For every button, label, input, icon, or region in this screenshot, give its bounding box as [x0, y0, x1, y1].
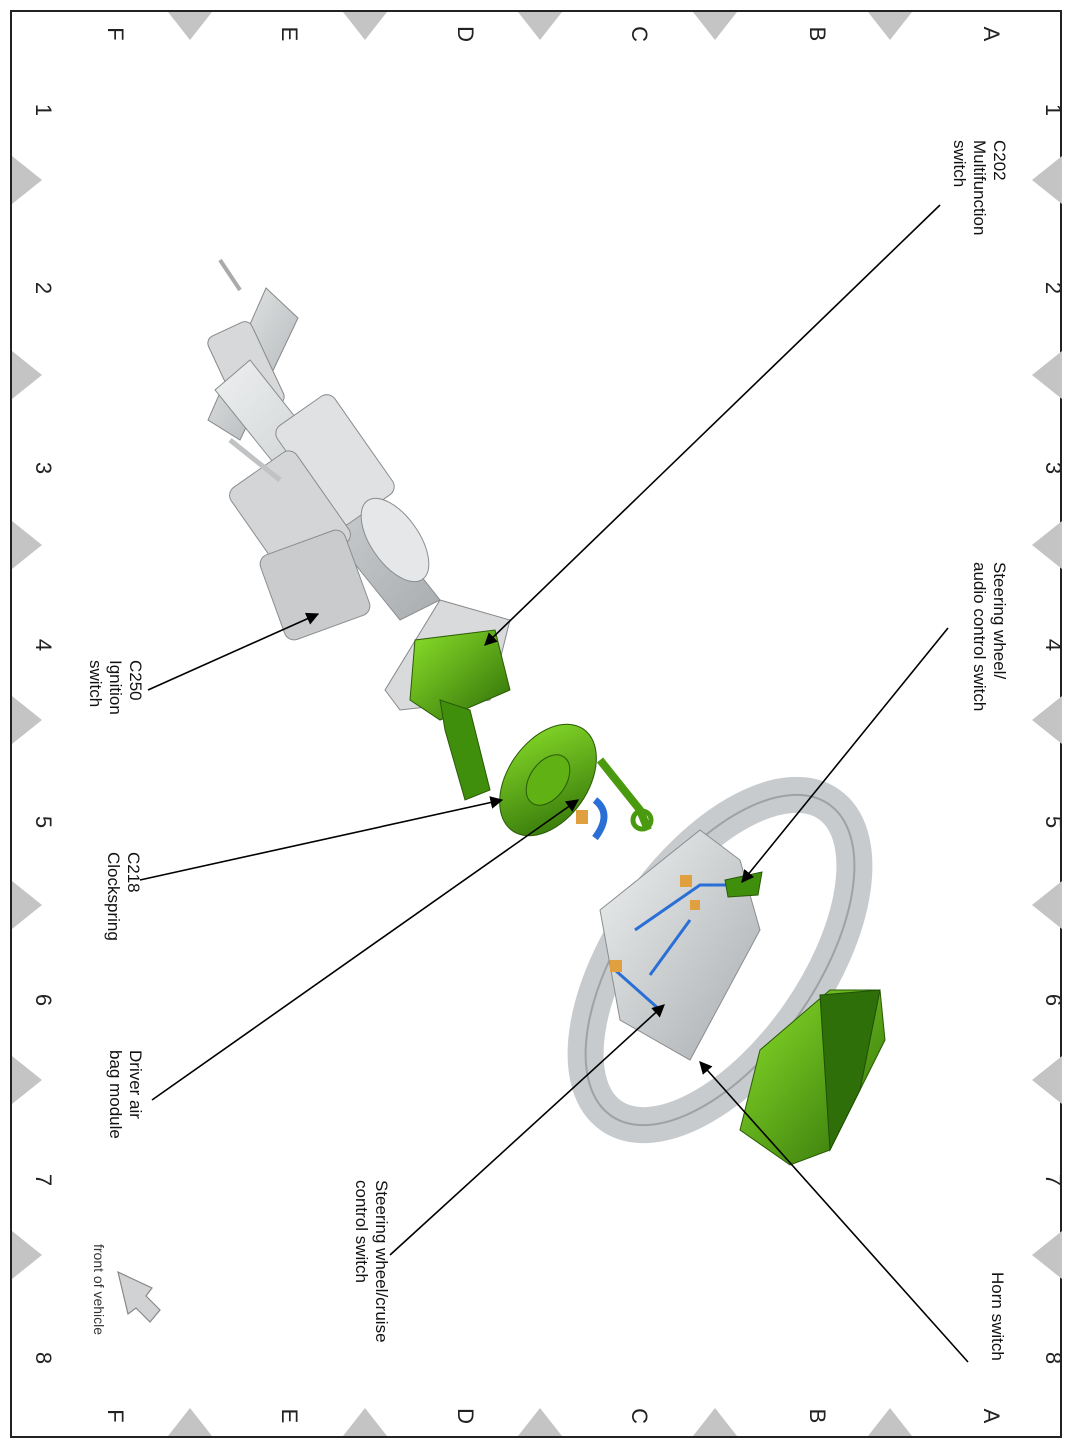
- front-arrow-icon: [117, 1270, 161, 1323]
- grid-number-left: 7: [31, 1174, 56, 1186]
- border-triangle-top: [343, 12, 387, 40]
- grid-letter-top: D: [453, 26, 478, 42]
- grid-letter-bottom: D: [453, 1408, 478, 1424]
- border-triangle-bottom: [168, 1408, 212, 1436]
- front-of-vehicle-indicator: front of vehicle: [91, 1244, 161, 1335]
- grid-number-right: 6: [1041, 994, 1066, 1006]
- grid-letter-top: F: [103, 27, 128, 40]
- steering-column: [207, 258, 441, 641]
- callout-audio-line1: Steering wheel/: [990, 562, 1009, 679]
- callout-c202: C202 Multifunction switch: [950, 140, 1009, 235]
- grid-number-right: 2: [1041, 282, 1066, 294]
- border-triangle-left: [12, 1231, 42, 1279]
- grid-letter-bottom: F: [103, 1409, 128, 1422]
- leader-lines: [139, 204, 969, 1363]
- callout-airbag: Driver air bag module: [106, 1050, 145, 1139]
- grid-number-left: 3: [31, 462, 56, 474]
- border-triangle-top: [168, 12, 212, 40]
- callout-c202-line3: switch: [950, 140, 969, 187]
- grid-letter-bottom: C: [627, 1408, 652, 1424]
- callout-audio-line2: audio control switch: [970, 562, 989, 711]
- border-triangle-left: [12, 881, 42, 929]
- grid-letter-top: B: [805, 27, 830, 42]
- clockspring: [499, 723, 654, 837]
- grid-number-left: 4: [31, 639, 56, 651]
- clockspring-connector: [576, 797, 608, 841]
- grid-number-right: 5: [1041, 816, 1066, 828]
- callout-c218-line2: Clockspring: [104, 852, 123, 941]
- grid-letter-top: C: [627, 26, 652, 42]
- callout-cruise-switch: Steering wheel/cruise control switch: [352, 1180, 391, 1343]
- border-triangle-right: [1032, 521, 1062, 569]
- border-triangle-left: [12, 351, 42, 399]
- border-triangle-right: [1032, 156, 1062, 204]
- callout-c250: C250 Ignition switch: [86, 660, 145, 715]
- grid-letter-top: E: [277, 27, 302, 42]
- grid-number-left: 2: [31, 282, 56, 294]
- callout-horn-line1: Horn switch: [988, 1272, 1007, 1361]
- border-triangle-left: [12, 696, 42, 744]
- grid-number-left: 5: [31, 816, 56, 828]
- border-triangle-right: [1032, 351, 1062, 399]
- callout-horn-switch: Horn switch: [988, 1272, 1007, 1361]
- grid-number-left: 6: [31, 994, 56, 1006]
- border-triangle-right: [1032, 696, 1062, 744]
- border-triangle-bottom: [868, 1408, 912, 1436]
- border-triangle-left: [12, 521, 42, 569]
- callout-airbag-line1: Driver air: [126, 1050, 145, 1119]
- grid-letter-top: A: [979, 27, 1004, 42]
- border-triangle-right: [1032, 881, 1062, 929]
- grid-number-right: 1: [1041, 104, 1066, 116]
- callout-c218: C218 Clockspring: [104, 852, 143, 941]
- border-triangle-bottom: [343, 1408, 387, 1436]
- callout-c202-line1: C202: [990, 140, 1009, 181]
- grid-letter-bottom: E: [277, 1409, 302, 1424]
- callout-airbag-line2: bag module: [106, 1050, 125, 1139]
- callout-c250-line2: Ignition: [106, 660, 125, 715]
- border-triangle-right: [1032, 1231, 1062, 1279]
- callout-audio-switch: Steering wheel/ audio control switch: [970, 562, 1009, 711]
- grid-labels: A A B B C C D D E E F F 1 1 2 2 3 3 4 4 5 5 6 6 7 7 8 8: [31, 26, 1066, 1424]
- border-triangle-bottom: [693, 1408, 737, 1436]
- grid-number-right: 3: [1041, 462, 1066, 474]
- border-triangle-top: [693, 12, 737, 40]
- grid-number-left: 8: [31, 1352, 56, 1364]
- grid-number-left: 1: [31, 104, 56, 116]
- border-triangle-top: [868, 12, 912, 40]
- grid-number-right: 7: [1041, 1174, 1066, 1186]
- front-of-vehicle-label: front of vehicle: [91, 1244, 107, 1335]
- grid-letter-bottom: A: [979, 1409, 1004, 1424]
- multifunction-switch: [384, 599, 511, 801]
- callout-c202-line2: Multifunction: [970, 140, 989, 235]
- callout-cruise-line2: control switch: [352, 1180, 371, 1283]
- border-triangle-right: [1032, 1056, 1062, 1104]
- border-triangles: [12, 12, 1062, 1436]
- callout-cruise-line1: Steering wheel/cruise: [372, 1180, 391, 1343]
- diagram-frame: [10, 10, 1062, 1438]
- callout-c218-line1: C218: [124, 852, 143, 893]
- grid-number-right: 4: [1041, 639, 1066, 651]
- border-triangle-top: [518, 12, 562, 40]
- grid-number-right: 8: [1041, 1352, 1066, 1364]
- callout-c250-line3: switch: [86, 660, 105, 707]
- callout-c250-line1: C250: [126, 660, 145, 701]
- grid-letter-bottom: B: [805, 1409, 830, 1424]
- border-triangle-left: [12, 1056, 42, 1104]
- border-triangle-bottom: [518, 1408, 562, 1436]
- border-triangle-left: [12, 156, 42, 204]
- horn-switch-pad: [739, 989, 886, 1166]
